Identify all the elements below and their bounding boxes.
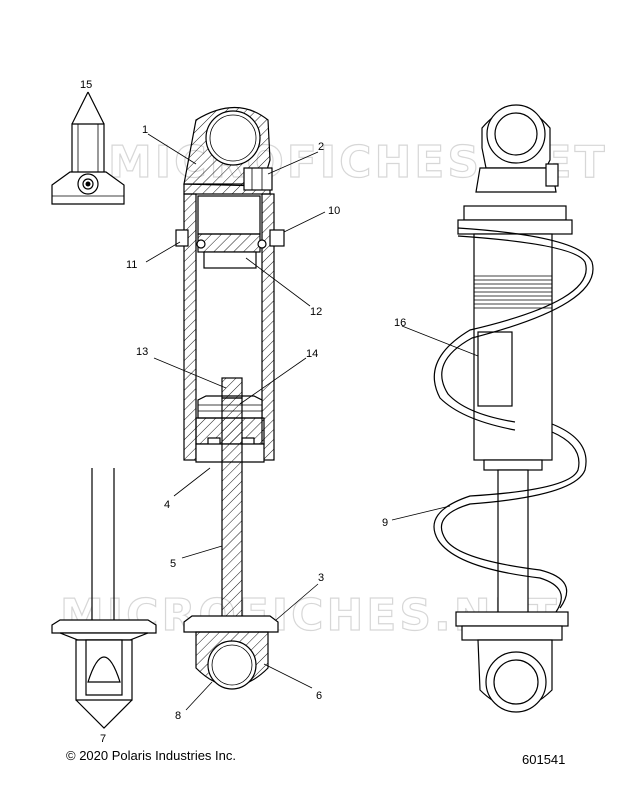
cutaway-shock <box>175 106 285 690</box>
callout-1: 1 <box>142 124 148 136</box>
callout-2: 2 <box>318 141 324 153</box>
callout-11: 11 <box>126 259 137 271</box>
callout-4: 4 <box>164 499 170 511</box>
eyelet-detail-15 <box>51 91 125 205</box>
callout-7: 7 <box>100 733 106 745</box>
callout-16: 16 <box>394 317 406 329</box>
callout-15: 15 <box>80 79 92 91</box>
eyelet-detail-7 <box>51 468 157 729</box>
callout-13: 13 <box>136 346 148 358</box>
copyright-text: © 2020 Polaris Industries Inc. <box>66 748 236 763</box>
leader-lines <box>145 133 479 711</box>
assembled-shock <box>433 104 594 713</box>
callout-8: 8 <box>175 710 181 722</box>
part-number: 601541 <box>522 752 566 767</box>
body-threads <box>474 275 552 309</box>
callout-3: 3 <box>318 572 324 584</box>
callout-6: 6 <box>316 690 322 702</box>
callout-5: 5 <box>170 558 176 570</box>
callout-14: 14 <box>306 348 318 360</box>
callout-10: 10 <box>328 205 340 217</box>
callout-12: 12 <box>310 306 322 318</box>
callout-9: 9 <box>382 517 388 529</box>
